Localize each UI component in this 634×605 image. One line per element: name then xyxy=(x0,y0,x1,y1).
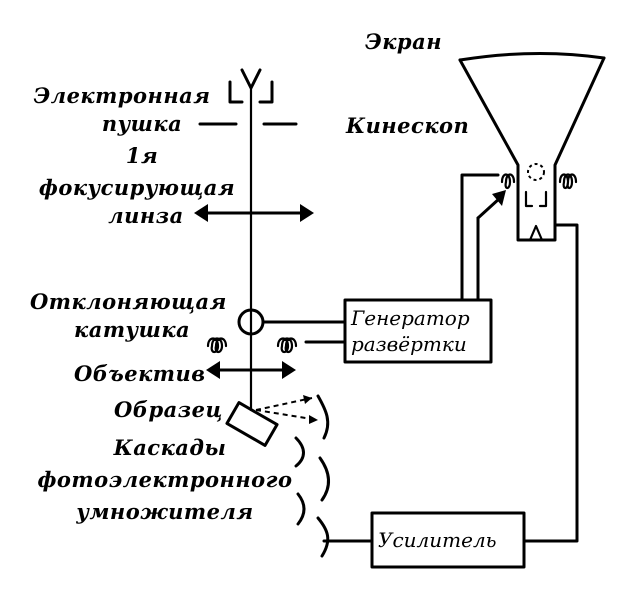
pmt-cascades xyxy=(294,394,330,558)
scan-generator-label-line2: развёртки xyxy=(351,332,467,356)
scan-generator-label-line1: Генератор xyxy=(351,306,470,330)
pmt-label-line2: фотоэлектронного xyxy=(37,467,293,492)
screen-label: Экран xyxy=(365,29,443,54)
kinescope-tube xyxy=(458,51,606,242)
deflecting-coil-label-line1: Отклоняющая xyxy=(30,289,227,314)
coil-loops-right xyxy=(276,337,298,354)
first-lens-label-line3: линза xyxy=(108,203,184,228)
coil-loops-left xyxy=(206,337,228,354)
sample-block xyxy=(225,401,279,447)
first-lens-arrow xyxy=(194,204,314,222)
electron-gun-label-line2: пушка xyxy=(101,111,183,136)
objective-arrow xyxy=(206,361,296,379)
first-lens-label-line1: 1я xyxy=(125,143,159,168)
scan-generator-box xyxy=(343,298,493,364)
kinescope-label: Кинескоп xyxy=(346,113,470,138)
pmt-label-line3: умножителя xyxy=(76,499,254,524)
sample-label: Образец xyxy=(114,397,223,422)
deflecting-coil-label-line2: катушка xyxy=(74,317,191,342)
amplifier-label: Усилитель xyxy=(378,528,497,552)
pmt-label-line1: Каскады xyxy=(113,435,227,460)
first-lens-label-line2: фокусирующая xyxy=(38,175,236,200)
objective-label: Объектив xyxy=(74,361,206,386)
electron-gun-label-line1: Электронная xyxy=(33,83,211,108)
